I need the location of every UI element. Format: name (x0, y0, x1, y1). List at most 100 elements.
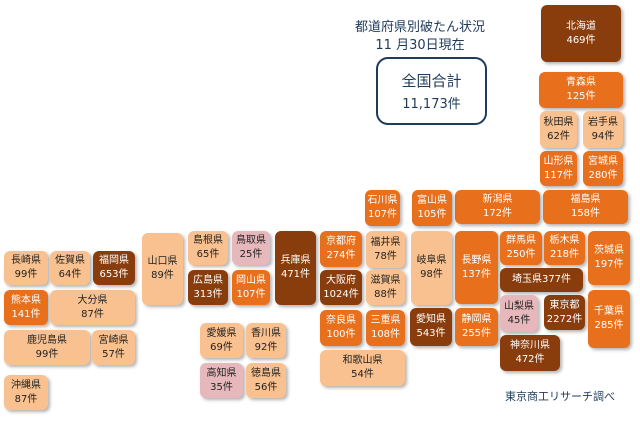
prefecture-count: 25件 (239, 249, 263, 260)
prefecture-name: 静岡県 (461, 314, 492, 325)
prefecture-name: 島根県 (193, 235, 223, 246)
prefecture-count: 469件 (566, 34, 596, 46)
prefecture-tile: 和歌山県 54件 (320, 350, 405, 386)
prefecture-count: 108件 (370, 329, 401, 340)
prefecture-count: 172件 (482, 208, 513, 219)
prefecture-count: 88件 (374, 288, 397, 300)
prefecture-count: 141件 (11, 308, 41, 320)
prefecture-tile: 静岡県 255件 (455, 308, 498, 346)
prefecture-count: 64件 (58, 269, 82, 280)
prefecture-name: 沖縄県 (11, 379, 41, 391)
prefecture-count: 54件 (351, 369, 374, 380)
prefecture-name: 山梨県 (504, 300, 534, 312)
prefecture-name: 佐賀県 (55, 255, 85, 266)
prefecture-tile: 徳島県 56件 (246, 363, 286, 398)
prefecture-name: 大分県 (77, 294, 108, 306)
prefecture-name: 兵庫県 (280, 255, 311, 266)
prefecture-tile: 京都府 274件 (320, 231, 362, 267)
total-value: 11,173件 (402, 97, 461, 112)
total-label: 全国合計 (401, 72, 462, 90)
prefecture-name: 神奈川県 (510, 340, 550, 351)
prefecture-name: 和歌山県 (342, 355, 383, 366)
prefecture-count: 653件 (99, 269, 129, 280)
prefecture-name: 福井県 (370, 236, 401, 248)
prefecture-name: 滋賀県 (370, 274, 401, 286)
prefecture-tile: 神奈川県 472件 (500, 335, 560, 371)
prefecture-tile: 福岡県 653件 (93, 251, 135, 285)
prefecture-tile: 新潟県 172件 (455, 190, 540, 224)
prefecture-count: 255件 (461, 328, 492, 339)
prefecture-tile: 兵庫県 471件 (275, 231, 316, 305)
prefecture-name: 広島県 (193, 274, 223, 286)
prefecture-count: 45件 (507, 314, 531, 326)
prefecture-count: 543件 (416, 328, 446, 339)
prefecture-tile: 鳥取県 25件 (232, 231, 270, 265)
prefecture-name: 茨城県 (594, 245, 624, 256)
prefecture-name: 岡山県 (236, 274, 266, 286)
prefecture-name: 千葉県 (594, 306, 624, 317)
prefecture-name: 新潟県 (482, 194, 513, 205)
prefecture-count: 471件 (280, 269, 311, 280)
prefecture-name: 東京都 (549, 299, 580, 311)
prefecture-count: 137件 (461, 268, 492, 280)
prefecture-name: 埼玉県 (511, 274, 542, 285)
prefecture-count: 158件 (570, 208, 601, 219)
prefecture-name: 宮崎県 (98, 334, 129, 346)
prefecture-count: 56件 (254, 381, 278, 393)
prefecture-count: 313件 (193, 288, 223, 300)
prefecture-name: 栃木県 (549, 235, 580, 246)
prefecture-count: 107件 (367, 209, 398, 220)
prefecture-name: 京都府 (326, 236, 356, 247)
prefecture-count: 472件 (515, 354, 545, 365)
map-title: 都道府県別破たん状況 (354, 20, 485, 35)
prefecture-name: 福岡県 (99, 255, 129, 266)
prefecture-tile: 広島県 313件 (188, 270, 228, 305)
prefecture-count: 57件 (102, 348, 125, 360)
prefecture-count: 94件 (591, 130, 615, 142)
prefecture-name: 群馬県 (506, 235, 536, 246)
prefecture-count: 285件 (594, 320, 624, 331)
prefecture-count: 218件 (549, 249, 580, 260)
prefecture-name: 山口県 (147, 256, 178, 267)
prefecture-name: 香川県 (251, 327, 281, 339)
prefecture-name: 徳島県 (251, 367, 281, 379)
prefecture-count: 92件 (254, 341, 278, 353)
prefecture-count: 99件 (14, 269, 38, 280)
prefecture-name: 長崎県 (11, 255, 41, 266)
prefecture-count: 87件 (14, 393, 38, 405)
prefecture-name: 福島県 (570, 194, 601, 205)
source-credit: 東京商工リサーチ調べ (505, 390, 615, 403)
prefecture-count: 377件 (541, 274, 572, 285)
prefecture-count: 1024件 (323, 288, 359, 300)
prefecture-count: 62件 (547, 130, 570, 142)
prefecture-count: 98件 (420, 269, 443, 280)
prefecture-count: 117件 (543, 169, 574, 181)
prefecture-name: 青森県 (566, 77, 596, 88)
national-total-box: 全国合計 11,173件 (376, 57, 487, 125)
prefecture-name: 鳥取県 (236, 235, 266, 246)
prefecture-name: 愛媛県 (206, 327, 237, 339)
prefecture-tile: 沖縄県 87件 (4, 375, 48, 410)
prefecture-name: 熊本県 (11, 294, 41, 306)
prefecture-count: 274件 (326, 250, 356, 261)
prefecture-tile: 滋賀県 88件 (366, 270, 405, 305)
prefecture-count: 35件 (210, 381, 233, 393)
prefecture-count: 100件 (326, 329, 356, 340)
prefecture-count: 105件 (417, 209, 447, 220)
